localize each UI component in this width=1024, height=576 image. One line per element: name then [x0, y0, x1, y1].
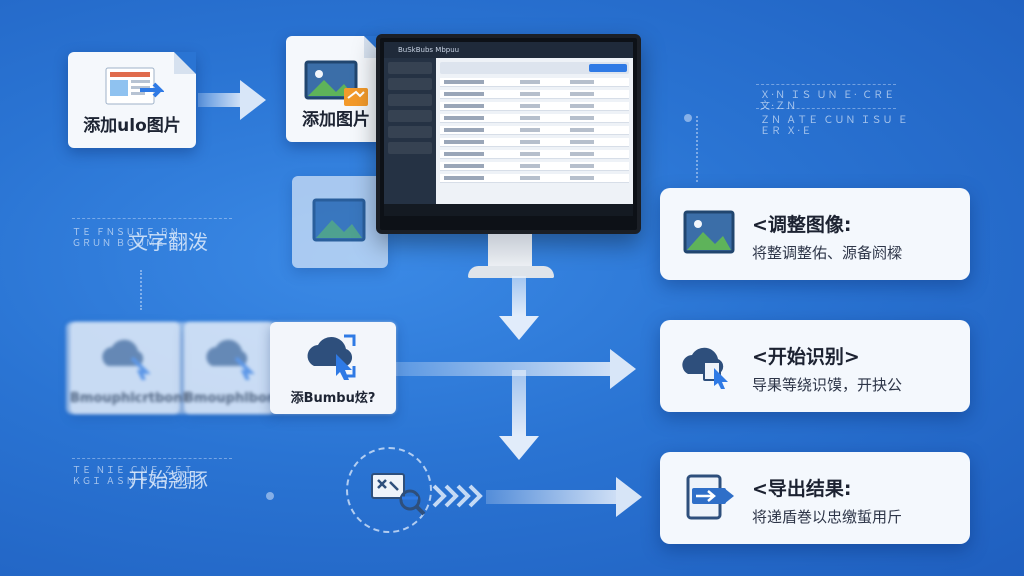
table-row[interactable]	[440, 150, 629, 159]
top-right-caption: Ｘ·Ｎ ＩＳ ＵＮ Ｅ· ＣＲＥ 文·ＺＮ ＺＮ ＡＴＥ ＣＵＮ ＩＳＵ ＥＥＲ…	[760, 90, 910, 137]
guide-dashed-line	[756, 108, 896, 109]
flow-arrow	[486, 477, 642, 517]
flow-arrow-down	[499, 370, 539, 460]
landscape-image-icon	[304, 60, 368, 106]
step-title: <导出结果:	[752, 478, 852, 500]
monitor: BuSkBubs Mbpuu	[376, 34, 641, 234]
sidebar-item[interactable]	[388, 62, 432, 74]
monitor-base	[468, 266, 554, 278]
landscape-image-icon	[683, 210, 735, 254]
chevron-stripes-icon	[432, 484, 483, 508]
document-image-icon	[105, 67, 164, 105]
left-mid-big: 文字翻泼	[128, 230, 208, 254]
monitor-stand	[488, 234, 532, 268]
app-taskbar	[384, 204, 633, 216]
step-title: <开始识别>	[752, 346, 860, 368]
app-toolbar	[440, 62, 629, 74]
decor-dot	[684, 114, 692, 122]
guide-dashed-line	[72, 218, 232, 219]
step-card-export-result[interactable]: <导出结果: 将递盾巻以忠缴蜇用斤	[660, 452, 970, 544]
export-document-icon	[686, 474, 734, 520]
step-card-adjust-image[interactable]: <调整图像: 将整调整佑、源备阏樑	[660, 188, 970, 280]
doc-fold	[174, 52, 196, 74]
cloud-scan-icon	[307, 334, 356, 380]
left-bottom-big: 开始翘豚	[128, 468, 208, 492]
app-screen: BuSkBubs Mbpuu	[384, 42, 633, 216]
landscape-image-icon	[312, 198, 366, 242]
scan-circle	[346, 447, 432, 533]
add-image-doc-card[interactable]: 添加ulo图片	[68, 52, 196, 148]
guide-dotted-line	[696, 116, 698, 182]
table-row[interactable]	[440, 126, 629, 135]
left-mid-small: ＴＥ ＦＮＳＵＴＥ ＢＮ ＧＲＵＮ ＢＧＵＭＥ	[72, 228, 180, 249]
guide-dashed-line	[72, 458, 232, 459]
app-primary-button[interactable]	[589, 64, 627, 72]
cloud-scan-icon	[206, 339, 255, 380]
table-row[interactable]	[440, 162, 629, 171]
table-row[interactable]	[440, 102, 629, 111]
step-card-start-recognition[interactable]: <开始识别> 导果等绕识馍，开抉公	[660, 320, 970, 412]
guide-dashed-line	[756, 84, 896, 85]
recognize-tile[interactable]: 添Bumbu炫?	[270, 322, 396, 414]
top-right-caption-line2: ＺＮ ＡＴＥ ＣＵＮ ＩＳＵ ＥＥＲ Ｘ·Ｅ	[760, 115, 909, 137]
table-row[interactable]	[440, 78, 629, 87]
cloud-scan-icon	[102, 339, 151, 380]
table-row[interactable]	[440, 174, 629, 183]
sidebar-item[interactable]	[388, 110, 432, 122]
image-placeholder-tile	[292, 176, 388, 268]
top-right-caption-line1: Ｘ·Ｎ ＩＳ ＵＮ Ｅ· ＣＲＥ 文·ＺＮ	[760, 90, 896, 112]
search-document-icon	[371, 473, 426, 516]
flow-arrow-down	[499, 276, 539, 340]
cloud-scan-icon	[682, 347, 728, 389]
table-row[interactable]	[440, 90, 629, 99]
step-title: <调整图像:	[752, 214, 852, 236]
strip-tile: Bmouphlbonl	[184, 322, 281, 414]
strip-tile-label: Bmouphlcrtbonl	[70, 391, 187, 406]
step-desc: 导果等绕识馍，开抉公	[752, 376, 903, 394]
flow-arrow	[396, 349, 636, 389]
add-image-card[interactable]: 添加图片	[286, 36, 386, 142]
app-sidebar	[384, 58, 436, 216]
flow-arrow	[198, 80, 266, 120]
left-bottom-small: ＴＥ ＮＩＥ ＣＮＥ ＺＦＩ ＫＧＩ ＡＳＮ ＥＣＨ ＦＩ	[72, 466, 194, 487]
table-row[interactable]	[440, 114, 629, 123]
sidebar-item[interactable]	[388, 94, 432, 106]
step-desc: 将递盾巻以忠缴蜇用斤	[752, 508, 903, 526]
add-image-label: 添加图片	[302, 110, 370, 130]
guide-dotted-line	[140, 270, 142, 310]
app-file-list	[440, 62, 629, 212]
strip-tile: Bmouphlcrtbonl	[70, 322, 187, 414]
sidebar-item[interactable]	[388, 78, 432, 90]
app-window-title: BuSkBubs Mbpuu	[384, 42, 633, 58]
recognize-tile-label: 添Bumbu炫?	[290, 391, 376, 406]
decor-dot	[266, 492, 274, 500]
strip-tile-label: Bmouphlbonl	[184, 391, 281, 406]
sidebar-item[interactable]	[388, 142, 432, 154]
sidebar-item[interactable]	[388, 126, 432, 138]
add-image-doc-label: 添加ulo图片	[83, 116, 181, 136]
step-desc: 将整调整佑、源备阏樑	[752, 244, 903, 262]
table-row[interactable]	[440, 138, 629, 147]
